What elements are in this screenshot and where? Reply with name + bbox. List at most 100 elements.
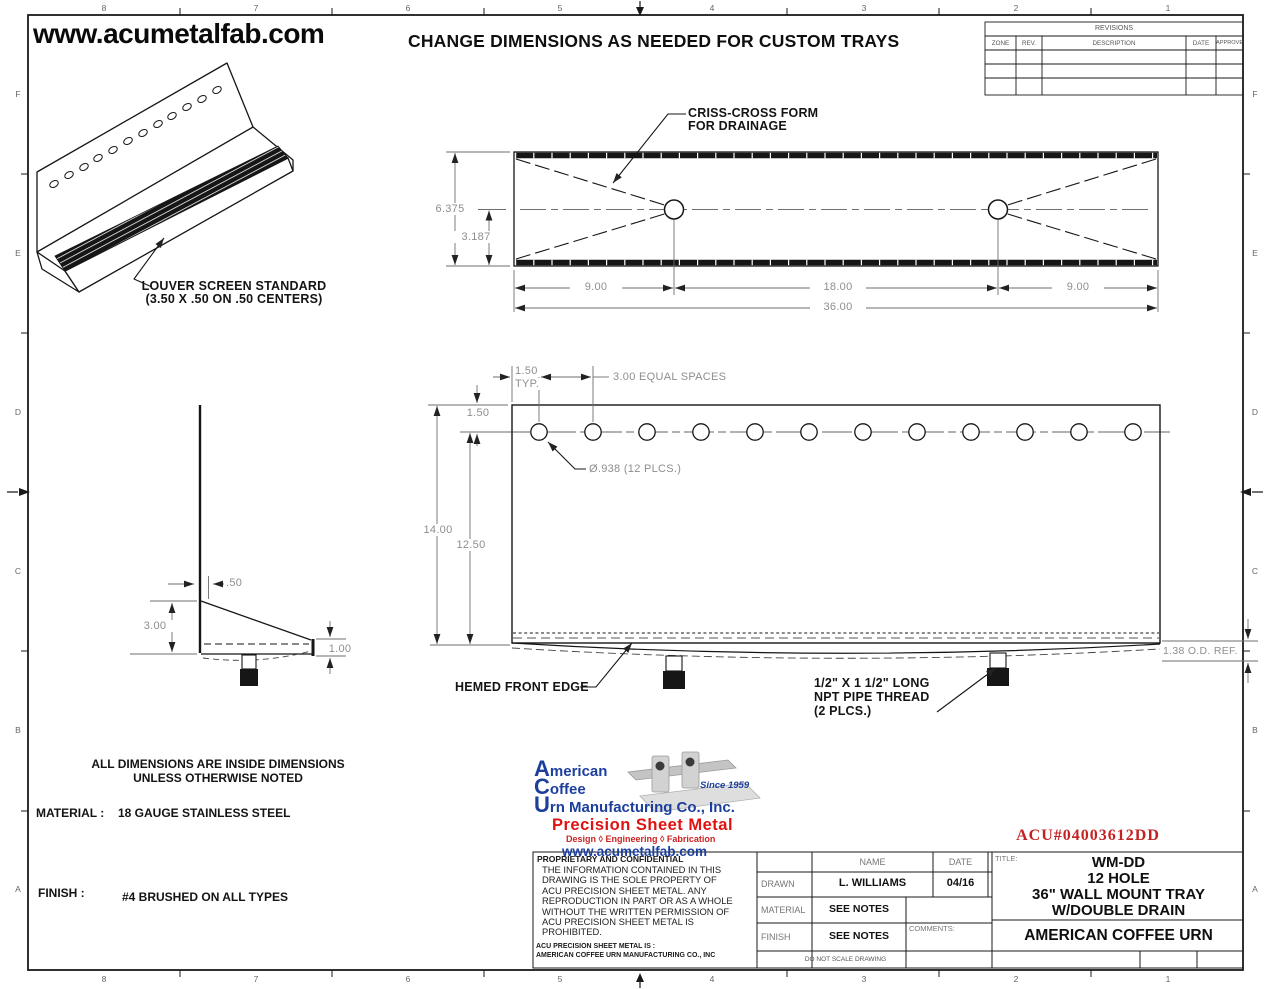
dim-plan-half-height: 3.187 xyxy=(452,231,500,243)
npt-note-line1: 1/2" X 1 1/2" LONG xyxy=(814,676,930,690)
zone-bottom-4: 4 xyxy=(709,974,715,984)
dim-first-hole-offset: 1.50 xyxy=(513,365,540,377)
sheet-heading: CHANGE DIMENSIONS AS NEEDED FOR CUSTOM T… xyxy=(408,31,900,51)
zone-left-b: B xyxy=(15,725,21,735)
title-label: TITLE: xyxy=(995,854,1018,863)
front-view xyxy=(500,404,1170,689)
isometric-view xyxy=(36,62,294,293)
zone-bottom-5: 5 xyxy=(557,974,563,984)
company-name: AMERICAN COFFEE URN xyxy=(1024,927,1213,944)
material-label: MATERIAL : xyxy=(36,806,105,820)
zone-bottom-7: 7 xyxy=(253,974,259,984)
finish-value: #4 BRUSHED ON ALL TYPES xyxy=(122,890,289,904)
hole-diameter-callout: Ø.938 (12 PLCS.) xyxy=(589,463,682,475)
side-view xyxy=(198,405,315,686)
finish-label: FINISH : xyxy=(38,886,85,900)
drain-hole-left xyxy=(663,199,685,220)
crisscross-note-line2: FOR DRAINAGE xyxy=(688,119,787,133)
hemmed-edge-note: HEMED FRONT EDGE xyxy=(455,680,589,694)
drain-pipe-collar-right xyxy=(989,652,1007,669)
note-dimensions-line1: ALL DIMENSIONS ARE INSIDE DIMENSIONS xyxy=(91,757,345,771)
material-value: 18 GAUGE STAINLESS STEEL xyxy=(118,806,291,820)
revisions-col-approved: APPROVED xyxy=(1216,40,1243,46)
zone-left-d: D xyxy=(14,407,22,417)
proprietary-heading: PROPRIETARY AND CONFIDENTIAL xyxy=(537,854,684,864)
dim-od-ref: 1.38 O.D. REF. xyxy=(1163,645,1238,657)
revisions-table-grid xyxy=(984,21,1244,96)
zone-bottom-2: 2 xyxy=(1013,974,1019,984)
revisions-col-rev: REV. xyxy=(1021,40,1037,47)
drain-pipe-collar-left xyxy=(665,655,683,672)
dim-plan-center-18: 18.00 xyxy=(810,281,866,293)
zone-bottom-8: 8 xyxy=(101,974,107,984)
title-block-grid xyxy=(532,851,1244,969)
note-dimensions-line2: UNLESS OTHERWISE NOTED xyxy=(133,771,303,785)
part-number: ACU#04003612DD xyxy=(1016,827,1160,844)
title-line-2: 12 HOLE xyxy=(1087,870,1150,887)
proprietary-line-1: THE INFORMATION CONTAINED IN THIS xyxy=(542,864,722,875)
criss-cross-lines xyxy=(515,158,1157,260)
zone-left-c: C xyxy=(14,566,22,576)
tb-material-value: SEE NOTES xyxy=(828,903,890,915)
logo-tagline: Precision Sheet Metal xyxy=(552,816,734,834)
dim-hole-spacing: 3.00 EQUAL SPACES xyxy=(613,371,727,383)
revisions-title: REVISIONS xyxy=(1094,25,1134,32)
proprietary-line-3: ACU PRECISION SHEET METAL. ANY xyxy=(542,884,707,896)
zone-top-5: 5 xyxy=(557,3,563,13)
plan-view xyxy=(513,151,1159,267)
iso-mounting-holes xyxy=(49,85,222,189)
zone-top-8: 8 xyxy=(101,3,107,13)
tb-finish-value: SEE NOTES xyxy=(828,930,890,942)
proprietary-line-5: WITHOUT THE WRITTEN PERMISSION OF xyxy=(542,905,730,917)
zone-right-a: A xyxy=(1252,884,1258,894)
zone-top-6: 6 xyxy=(405,3,411,13)
sheet-border xyxy=(7,1,1263,988)
site-url-top: www.acumetalfab.com xyxy=(33,18,325,49)
front-mounting-holes xyxy=(530,423,1142,441)
logo-coffee: Coffee xyxy=(534,774,586,799)
zone-top-2: 2 xyxy=(1013,3,1019,13)
logo-since: Since 1959 xyxy=(700,780,750,791)
dim-front-height: 14.00 xyxy=(414,524,462,536)
proprietary-line-6: ACU PRECISION SHEET METAL IS xyxy=(542,916,694,928)
dim-hole-row-offset: 1.50 xyxy=(457,407,499,419)
dim-plan-height: 6.375 xyxy=(426,203,474,215)
zone-left-f: F xyxy=(15,89,21,99)
revisions-col-date: DATE xyxy=(1192,40,1210,47)
logo-american: American xyxy=(534,756,608,781)
side-pipe-collar xyxy=(241,654,257,670)
drain-pipe-left xyxy=(663,671,685,689)
proprietary-line-4: REPRODUCTION IN PART OR AS A WHOLE xyxy=(542,895,733,907)
zone-top-1: 1 xyxy=(1165,3,1171,13)
drawn-date: 04/16 xyxy=(946,877,975,889)
date-header: DATE xyxy=(948,857,973,867)
zone-right-c: C xyxy=(1251,566,1259,576)
acu-note-line2: AMERICAN COFFEE URN MANUFACTURING CO., I… xyxy=(536,952,716,959)
louver-note-line2: (3.50 X .50 ON .50 CENTERS) xyxy=(145,292,323,306)
npt-note-line3: (2 PLCS.) xyxy=(814,704,872,718)
zone-left-a: A xyxy=(15,884,21,894)
comments-label: COMMENTS: xyxy=(909,924,955,933)
dim-plan-right-9: 9.00 xyxy=(1052,281,1104,293)
revisions-col-zone: ZONE xyxy=(991,40,1010,47)
drawn-label: DRAWN xyxy=(761,879,795,889)
proprietary-body: THE INFORMATION CONTAINED IN THIS DRAWIN… xyxy=(542,864,733,938)
proprietary-line-2: DRAWING IS THE SOLE PROPERTY OF xyxy=(542,874,717,886)
dim-wall-thickness: .50 xyxy=(224,577,245,589)
drawn-name: L. WILLIAMS xyxy=(838,877,907,889)
zone-bottom-3: 3 xyxy=(861,974,867,984)
zone-bottom-1: 1 xyxy=(1165,974,1171,984)
zone-right-b: B xyxy=(1252,725,1258,735)
zone-right-e: E xyxy=(1252,248,1258,258)
dim-side-height: 3.00 xyxy=(134,620,176,632)
acu-note-line1: ACU PRECISION SHEET METAL IS : xyxy=(536,943,656,950)
dim-plan-total-36: 36.00 xyxy=(810,301,866,313)
logo-site-url: www.acumetalfab.com xyxy=(562,844,708,859)
side-pipe xyxy=(240,669,258,686)
npt-note-line2: NPT PIPE THREAD xyxy=(814,690,930,704)
zone-top-7: 7 xyxy=(253,3,259,13)
drain-hole-right xyxy=(987,199,1009,220)
title-line-3: 36" WALL MOUNT TRAY xyxy=(1032,886,1205,903)
